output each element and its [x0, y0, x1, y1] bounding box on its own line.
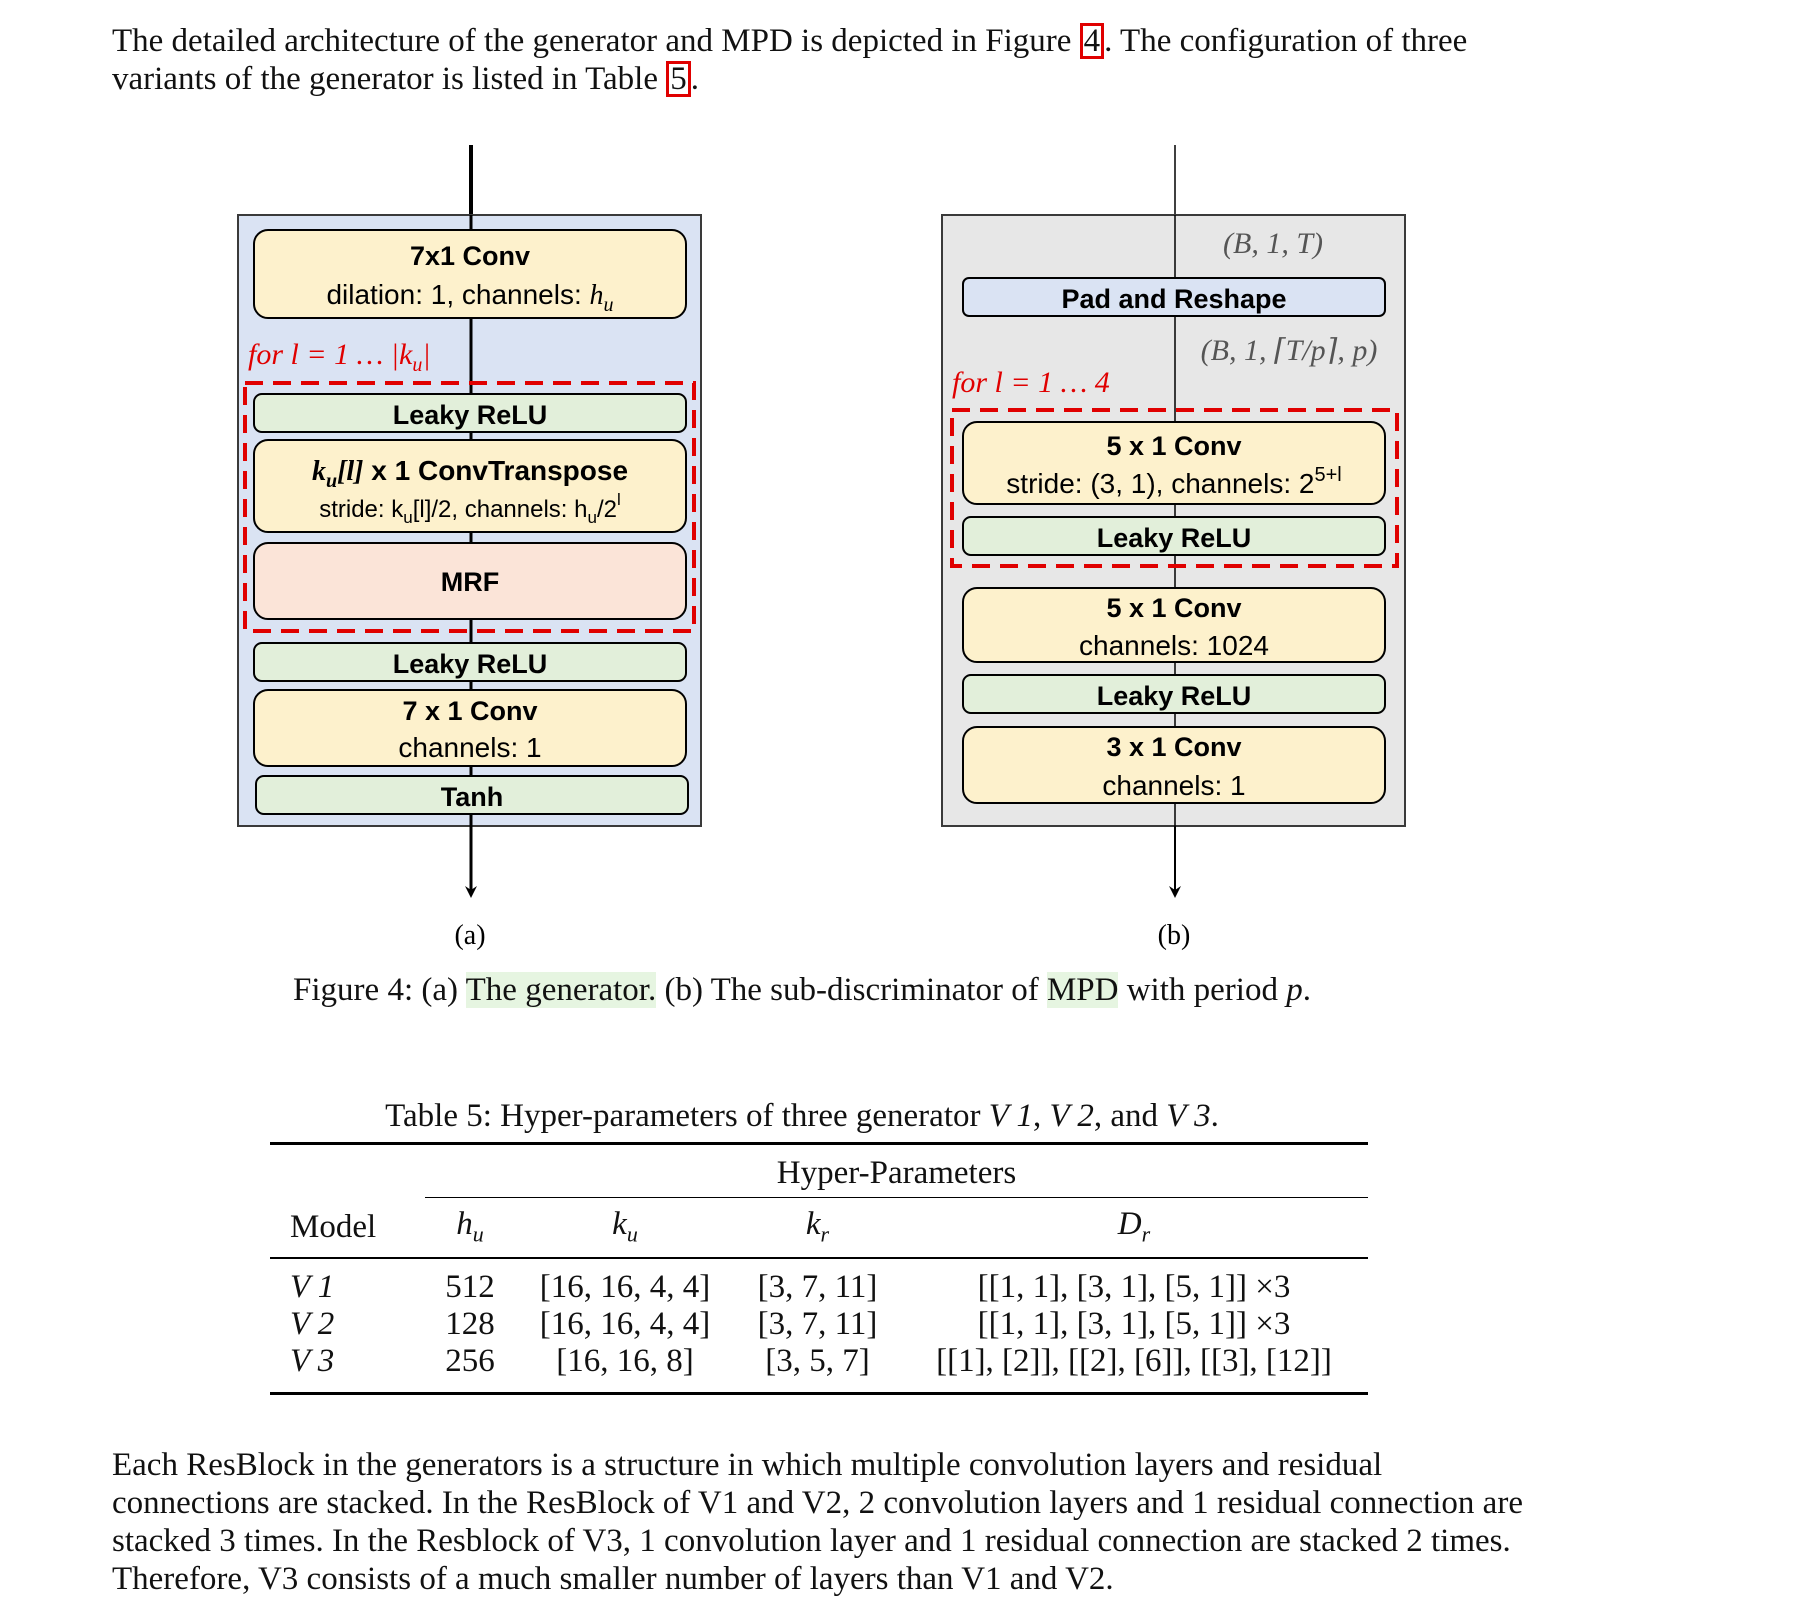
mpd-shape-in: (B, 1, T)	[1223, 227, 1323, 260]
figure-caption-highlight-mpd: MPD	[1046, 972, 1119, 1008]
closing-paragraph: Each ResBlock in the generators is a str…	[112, 1447, 1523, 1597]
mpd-conv1-title: 5 x 1 Conv	[1106, 431, 1241, 461]
mpd-conv3-sub: channels: 1	[1102, 770, 1245, 801]
figure-caption-end: with period	[1118, 972, 1287, 1008]
gen-leaky-relu-1: Leaky ReLU	[393, 400, 548, 430]
table-caption-pre: Table 5: Hyper-parameters of three gener…	[385, 1098, 989, 1134]
gen-mrf: MRF	[441, 567, 499, 597]
figure-caption-mid: (b) The sub-discriminator of	[656, 972, 1047, 1008]
col-header-ku: ku	[612, 1206, 638, 1248]
col-header-hu: hu	[456, 1206, 484, 1248]
table-row: V 3 256 [16, 16, 8] [3, 5, 7] [[1], [2]]…	[270, 1343, 1368, 1394]
mpd-conv2-title: 5 x 1 Conv	[1106, 593, 1241, 623]
intro-paragraph: The detailed architecture of the generat…	[112, 22, 1532, 98]
table-caption: Table 5: Hyper-parameters of three gener…	[0, 1098, 1794, 1135]
mpd-loop-box	[950, 408, 1399, 568]
group-header-hyper-parameters: Hyper-Parameters	[425, 1143, 1368, 1198]
mpd-leaky-relu-1-block	[962, 516, 1386, 556]
col-header-kr: kr	[805, 1206, 830, 1248]
table-caption-sep2: , and	[1093, 1098, 1167, 1134]
gen-convtranspose-sub: stride: ku[l]/2, channels: hu/2l	[319, 490, 621, 527]
gen-loop-box	[243, 381, 696, 633]
figure-caption-dot: .	[1302, 972, 1311, 1008]
gen-subfigure-label: (a)	[454, 920, 485, 951]
table-caption-sep1: ,	[1033, 1098, 1050, 1134]
gen-conv-out-block	[253, 689, 687, 767]
cell-hu: 512	[445, 1269, 495, 1305]
figure-caption-var: p	[1286, 972, 1303, 1008]
table-caption-v1: V 1	[988, 1098, 1034, 1134]
generator-diagram: 7x1 Conv dilation: 1, channels: hu for l…	[237, 145, 702, 951]
gen-tanh: Tanh	[441, 782, 504, 812]
figure-caption-highlight-generator: The generator.	[465, 972, 657, 1008]
intro-text-pre: The detailed architecture of the generat…	[112, 23, 1080, 59]
intro-text-end: .	[690, 61, 699, 97]
table-ref-link[interactable]: 5	[666, 61, 691, 97]
col-header-model: Model	[290, 1208, 377, 1245]
cell-kr: [3, 7, 11]	[757, 1269, 878, 1305]
cell-hu: 128	[445, 1306, 495, 1342]
mpd-conv2-block	[962, 587, 1386, 663]
mpd-pad-reshape: Pad and Reshape	[1061, 284, 1286, 314]
mpd-conv1-block	[962, 421, 1386, 505]
gen-tanh-block	[255, 775, 689, 815]
cell-dr: [[1, 1], [3, 1], [5, 1]] ×3	[977, 1306, 1291, 1342]
mpd-loop-label: for l = 1 … 4	[952, 366, 1110, 399]
gen-conv-out-title: 7 x 1 Conv	[402, 696, 537, 726]
figure-caption-pre: Figure 4: (a)	[293, 972, 466, 1008]
mpd-leaky-relu-2-block	[962, 674, 1386, 714]
gen-convtranspose-title: ku[l] x 1 ConvTranspose	[312, 455, 628, 492]
hyperparameter-table: Hyper-Parameters Model hu ku kr Dr V 1 5…	[270, 1142, 1368, 1395]
gen-conv-in-title: 7x1 Conv	[410, 241, 530, 271]
cell-ku: [16, 16, 8]	[556, 1343, 694, 1379]
gen-loop-label: for l = 1 … |ku|	[248, 338, 431, 376]
mpd-conv2-sub: channels: 1024	[1079, 630, 1269, 661]
mpd-subfigure-label: (b)	[1158, 920, 1191, 951]
mpd-conv1-sub: stride: (3, 1), channels: 25+l	[1006, 464, 1341, 499]
cell-model: V 1	[290, 1269, 335, 1305]
architecture-figure: 7x1 Conv dilation: 1, channels: hu for l…	[237, 145, 1406, 951]
cell-dr: [[1], [2]], [[2], [6]], [[3], [12]]	[936, 1343, 1332, 1379]
table-caption-end: .	[1210, 1098, 1219, 1134]
table-caption-v2: V 2	[1049, 1098, 1094, 1134]
table-row: V 1 512 [16, 16, 4, 4] [3, 7, 11] [[1, 1…	[270, 1258, 1368, 1306]
gen-leaky-relu-2-block	[253, 642, 687, 682]
cell-ku: [16, 16, 4, 4]	[539, 1269, 711, 1305]
mpd-conv3-title: 3 x 1 Conv	[1106, 732, 1241, 762]
gen-convtranspose-block	[253, 439, 687, 533]
mpd-conv3-block	[962, 726, 1386, 804]
cell-hu: 256	[445, 1343, 495, 1379]
figure-ref-link[interactable]: 4	[1079, 23, 1105, 59]
table-caption-v3: V 3	[1166, 1098, 1211, 1134]
col-header-dr: Dr	[1117, 1206, 1151, 1248]
mpd-leaky-relu-1: Leaky ReLU	[1097, 523, 1252, 553]
cell-model: V 2	[290, 1306, 335, 1342]
gen-leaky-relu-2: Leaky ReLU	[393, 649, 548, 679]
table-row: V 2 128 [16, 16, 4, 4] [3, 7, 11] [[1, 1…	[270, 1306, 1368, 1343]
mpd-shape-out: (B, 1, ⌈T/p⌉, p)	[1201, 334, 1378, 367]
gen-conv-in-block	[253, 229, 687, 319]
cell-dr: [[1, 1], [3, 1], [5, 1]] ×3	[977, 1269, 1291, 1305]
gen-leaky-relu-1-block	[253, 393, 687, 433]
gen-conv-in-sub: dilation: 1, channels: hu	[326, 279, 613, 316]
figure-caption: Figure 4: (a) The generator. (b) The sub…	[0, 972, 1794, 1009]
gen-conv-out-sub: channels: 1	[398, 732, 541, 763]
cell-kr: [3, 5, 7]	[765, 1343, 870, 1379]
gen-mrf-block	[253, 542, 687, 620]
intro-text-mid: . The configuration of three variants of…	[112, 23, 1468, 97]
mpd-diagram: (B, 1, T) Pad and Reshape (B, 1, ⌈T/p⌉, …	[941, 145, 1406, 951]
cell-model: V 3	[290, 1343, 335, 1379]
cell-ku: [16, 16, 4, 4]	[539, 1306, 711, 1342]
cell-kr: [3, 7, 11]	[757, 1306, 878, 1342]
mpd-leaky-relu-2: Leaky ReLU	[1097, 681, 1252, 711]
mpd-pad-reshape-block	[962, 277, 1386, 317]
